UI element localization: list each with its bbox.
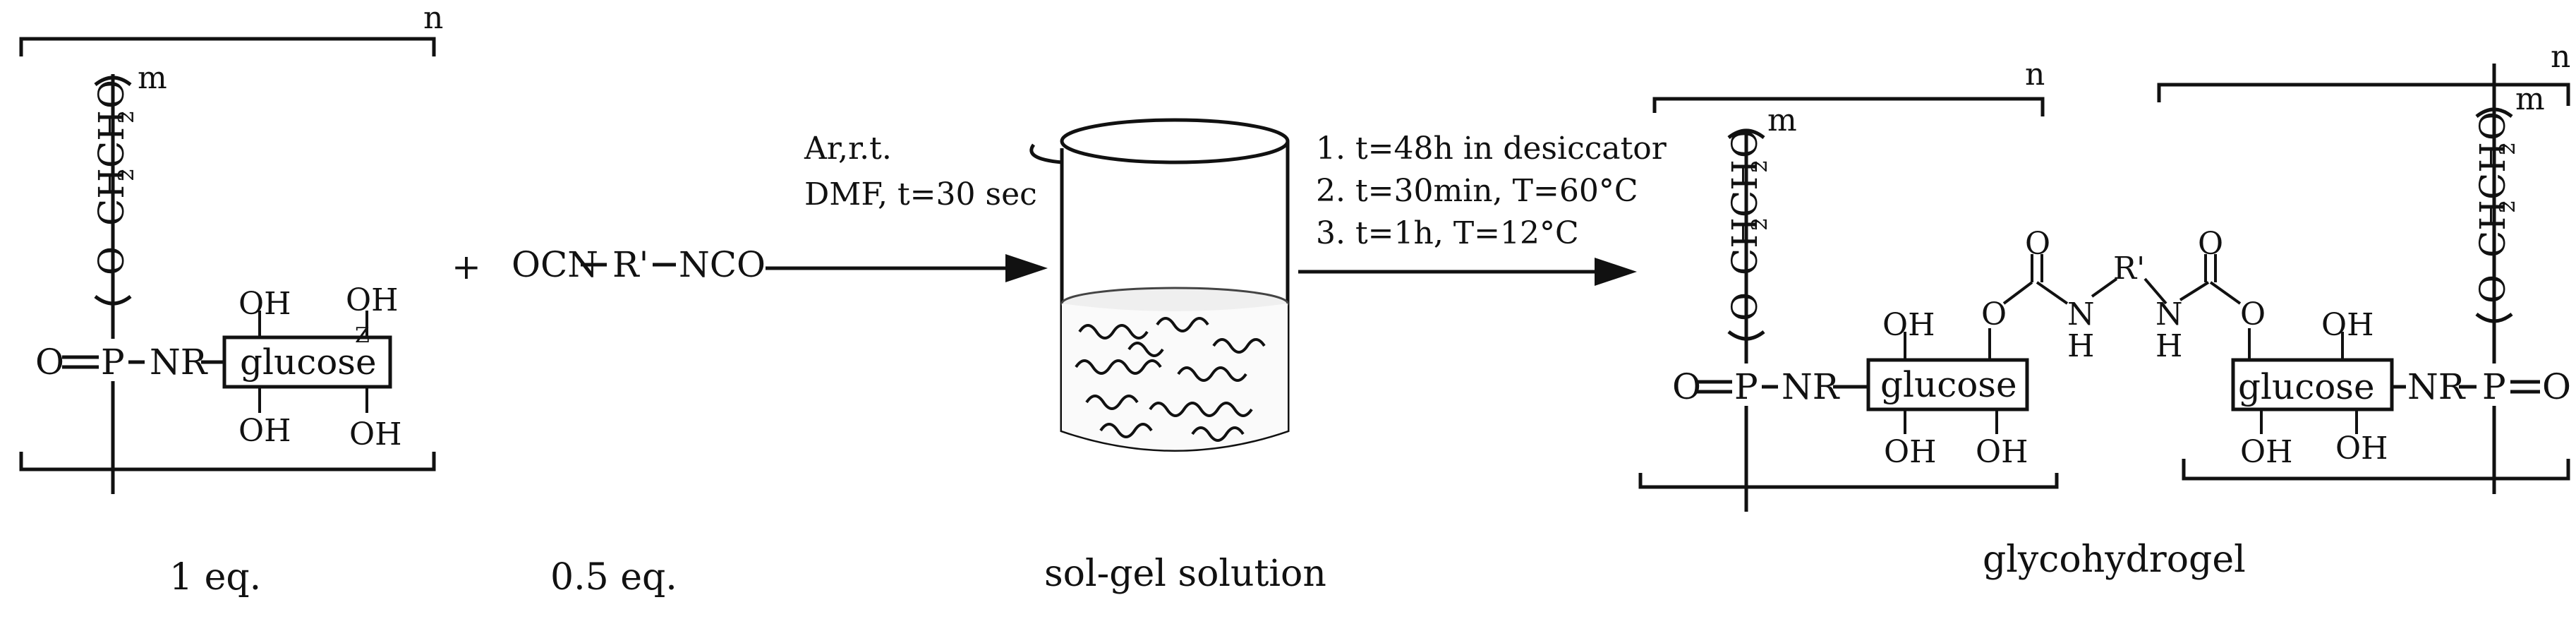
product-repeat-n-left: n: [2025, 56, 2045, 92]
monomer-structure: n m O CH 2 CH 2 O O P NR glucose OH: [19, 0, 443, 599]
peg-chain-left: O CH 2 CH 2 O: [1724, 129, 1772, 321]
rprime-group: R': [612, 244, 648, 285]
glucose-box: [222, 335, 392, 389]
nh-right: N: [2155, 296, 2183, 332]
svg-text:CH: CH: [2472, 200, 2513, 258]
step2-condition-1: 1. t=48h in desiccator: [1316, 131, 1667, 167]
product-repeat-n-right: n: [2551, 39, 2570, 75]
product-nr-left: NR: [1782, 366, 1840, 407]
repeat-n-label: n: [423, 0, 443, 36]
step1-condition-1: Ar,r.t.: [804, 131, 892, 167]
svg-text:CH: CH: [1724, 160, 1765, 217]
diisocyanate-crosslinker: OCN R' NCO 0.5 eq.: [512, 244, 766, 599]
reaction-arrow-2: 1. t=48h in desiccator 2. t=30min, T=60°…: [1298, 131, 1667, 286]
monomer-eq-label: 1 eq.: [169, 556, 261, 599]
beaker-caption: sol-gel solution: [1044, 553, 1326, 595]
carbonyl-o-left: O: [2025, 226, 2050, 262]
product-glucose-left: glucose: [1880, 364, 2017, 405]
oh-top-left: OH: [238, 286, 291, 322]
svg-text:CH: CH: [91, 110, 132, 168]
product-glucose-box-right: [2231, 358, 2394, 411]
repeat-bracket-top: [19, 37, 436, 56]
step2-condition-3: 3. t=1h, T=12°C: [1316, 215, 1579, 251]
svg-text:O: O: [1724, 292, 1765, 321]
repeat-m-label: m: [138, 60, 167, 96]
svg-text:O: O: [2472, 112, 2513, 140]
product-glucose-box-left: [1866, 358, 2029, 411]
product-o-left: O: [1672, 366, 1701, 407]
plus-sign: +: [452, 246, 481, 287]
nh-left: N: [2067, 296, 2095, 332]
glucose-label: glucose: [240, 342, 377, 383]
svg-text:2: 2: [114, 110, 139, 124]
phosphorus-atom: P: [101, 342, 125, 383]
beaker-illustration: sol-gel solution: [1029, 118, 1326, 595]
product-oh-bl: OH: [1884, 434, 1936, 470]
svg-text:CH: CH: [2472, 142, 2513, 200]
product-glucose-right: glucose: [2238, 366, 2375, 407]
product-repeat-m-left: m: [1767, 102, 1797, 138]
svg-text:O: O: [91, 80, 132, 109]
svg-text:2: 2: [2496, 200, 2520, 213]
svg-text:O: O: [91, 246, 132, 275]
product-oh-br2: OH: [2335, 431, 2388, 467]
step1-condition-2: DMF, t=30 sec: [804, 176, 1037, 212]
z-label: Z: [355, 323, 370, 348]
nr-group: NR: [150, 342, 208, 383]
svg-text:2: 2: [114, 168, 139, 181]
step2-condition-2: 2. t=30min, T=60°C: [1316, 173, 1638, 209]
carbonyl-o-right: O: [2198, 226, 2223, 262]
urethane-linker: O N H R' N H O: [2002, 226, 2242, 364]
product-nr-right: NR: [2407, 366, 2466, 407]
peg-paren-top: [94, 76, 132, 87]
svg-text:O: O: [2472, 275, 2513, 304]
oh-bottom-left: OH: [238, 413, 291, 449]
product-o-ester-left: O: [1981, 296, 2007, 332]
product-o-right: O: [2542, 366, 2571, 407]
crosslinker-eq-label: 0.5 eq.: [550, 556, 677, 599]
svg-text:2: 2: [1748, 160, 1772, 173]
glycohydrogel-structure: n m O CH 2 CH 2 O O P NR glucose OH O OH: [1638, 39, 2571, 581]
product-oh-br: OH: [1976, 434, 2028, 470]
polymer-chains: [1075, 317, 1266, 442]
peg-paren-bottom: [94, 294, 132, 306]
h-left: H: [2067, 328, 2094, 364]
product-p-right: P: [2482, 366, 2506, 407]
product-caption: glycohydrogel: [1983, 539, 2246, 581]
peg-chain-right: O CH 2 CH 2 O: [2472, 112, 2520, 304]
nco-group: NCO: [679, 244, 766, 285]
oh-bottom-right: OH: [349, 416, 401, 452]
oh-top-right: OH: [346, 282, 398, 318]
oxygen-atom: O: [35, 342, 64, 383]
reaction-arrow-1: Ar,r.t. DMF, t=30 sec: [766, 131, 1048, 282]
product-oh-tr: OH: [2321, 307, 2374, 343]
product-p-left: P: [1734, 366, 1758, 407]
svg-text:CH: CH: [1724, 217, 1765, 275]
h-right: H: [2155, 328, 2182, 364]
product-oh-bl2: OH: [2240, 434, 2292, 470]
product-o-ester-right: O: [2240, 296, 2266, 332]
product-oh-tl: OH: [1882, 307, 1935, 343]
peg-chain-text: O CH 2 CH 2 O: [91, 80, 139, 275]
svg-text:O: O: [1724, 129, 1765, 158]
product-repeat-m-right: m: [2515, 81, 2545, 117]
rprime-linker: R': [2113, 251, 2145, 287]
repeat-bracket-bottom: [19, 452, 436, 471]
svg-text:CH: CH: [91, 168, 132, 226]
svg-text:2: 2: [1748, 217, 1772, 231]
svg-text:2: 2: [2496, 142, 2520, 155]
